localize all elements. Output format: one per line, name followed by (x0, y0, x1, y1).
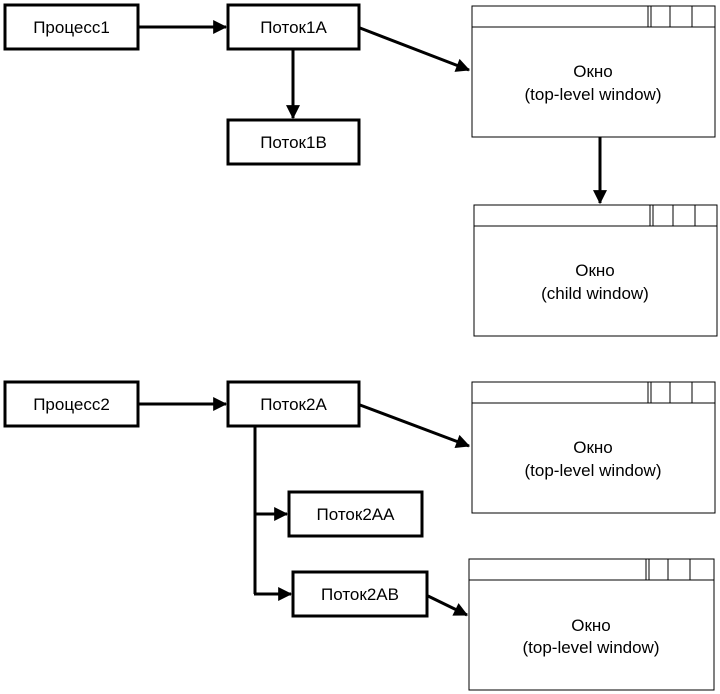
thread2ab-node: Поток2AB (291, 570, 429, 618)
window2a-line2: (top-level window) (525, 461, 662, 480)
window2a-top-level: Окно (top-level window) (471, 381, 716, 514)
window2ab-line2: (top-level window) (523, 638, 660, 657)
window1-child-line1: Окно (575, 261, 615, 280)
window1-child-line2: (child window) (541, 284, 649, 303)
window2ab-top-level: Окно (top-level window) (468, 558, 715, 691)
arrow-thread2a-to-window2a (359, 403, 471, 449)
arrow-thread2ab-to-window2ab (427, 594, 469, 617)
window1-title-line1: Окно (573, 62, 613, 81)
thread2a-label: Поток2A (260, 395, 327, 414)
thread2ab-label: Поток2AB (321, 585, 399, 604)
window1-top-level: Окно (top-level window) (471, 5, 716, 138)
process1-label: Процесс1 (33, 18, 110, 37)
thread1b-label: Поток1B (260, 133, 327, 152)
process1-node: Процесс1 (3, 3, 140, 51)
window2ab-line1: Окно (571, 616, 611, 635)
process1-group: Процесс1 Поток1A Поток1B Окно (top-level… (3, 3, 718, 337)
thread1b-node: Поток1B (226, 118, 361, 166)
process2-group: Процесс2 Поток2A Поток2AA Поток2AB Окно … (3, 380, 716, 691)
window1-child: Окно (child window) (473, 204, 718, 337)
thread2aa-label: Поток2AA (317, 505, 396, 524)
process2-node: Процесс2 (3, 380, 140, 428)
arrow-thread1a-to-window1 (359, 26, 471, 72)
thread1a-label: Поток1A (260, 18, 327, 37)
process2-label: Процесс2 (33, 395, 110, 414)
window2a-line1: Окно (573, 438, 613, 457)
thread2a-node: Поток2A (226, 380, 361, 428)
window1-title-line2: (top-level window) (525, 85, 662, 104)
thread2aa-node: Поток2AA (287, 490, 424, 538)
thread1a-node: Поток1A (226, 3, 361, 51)
